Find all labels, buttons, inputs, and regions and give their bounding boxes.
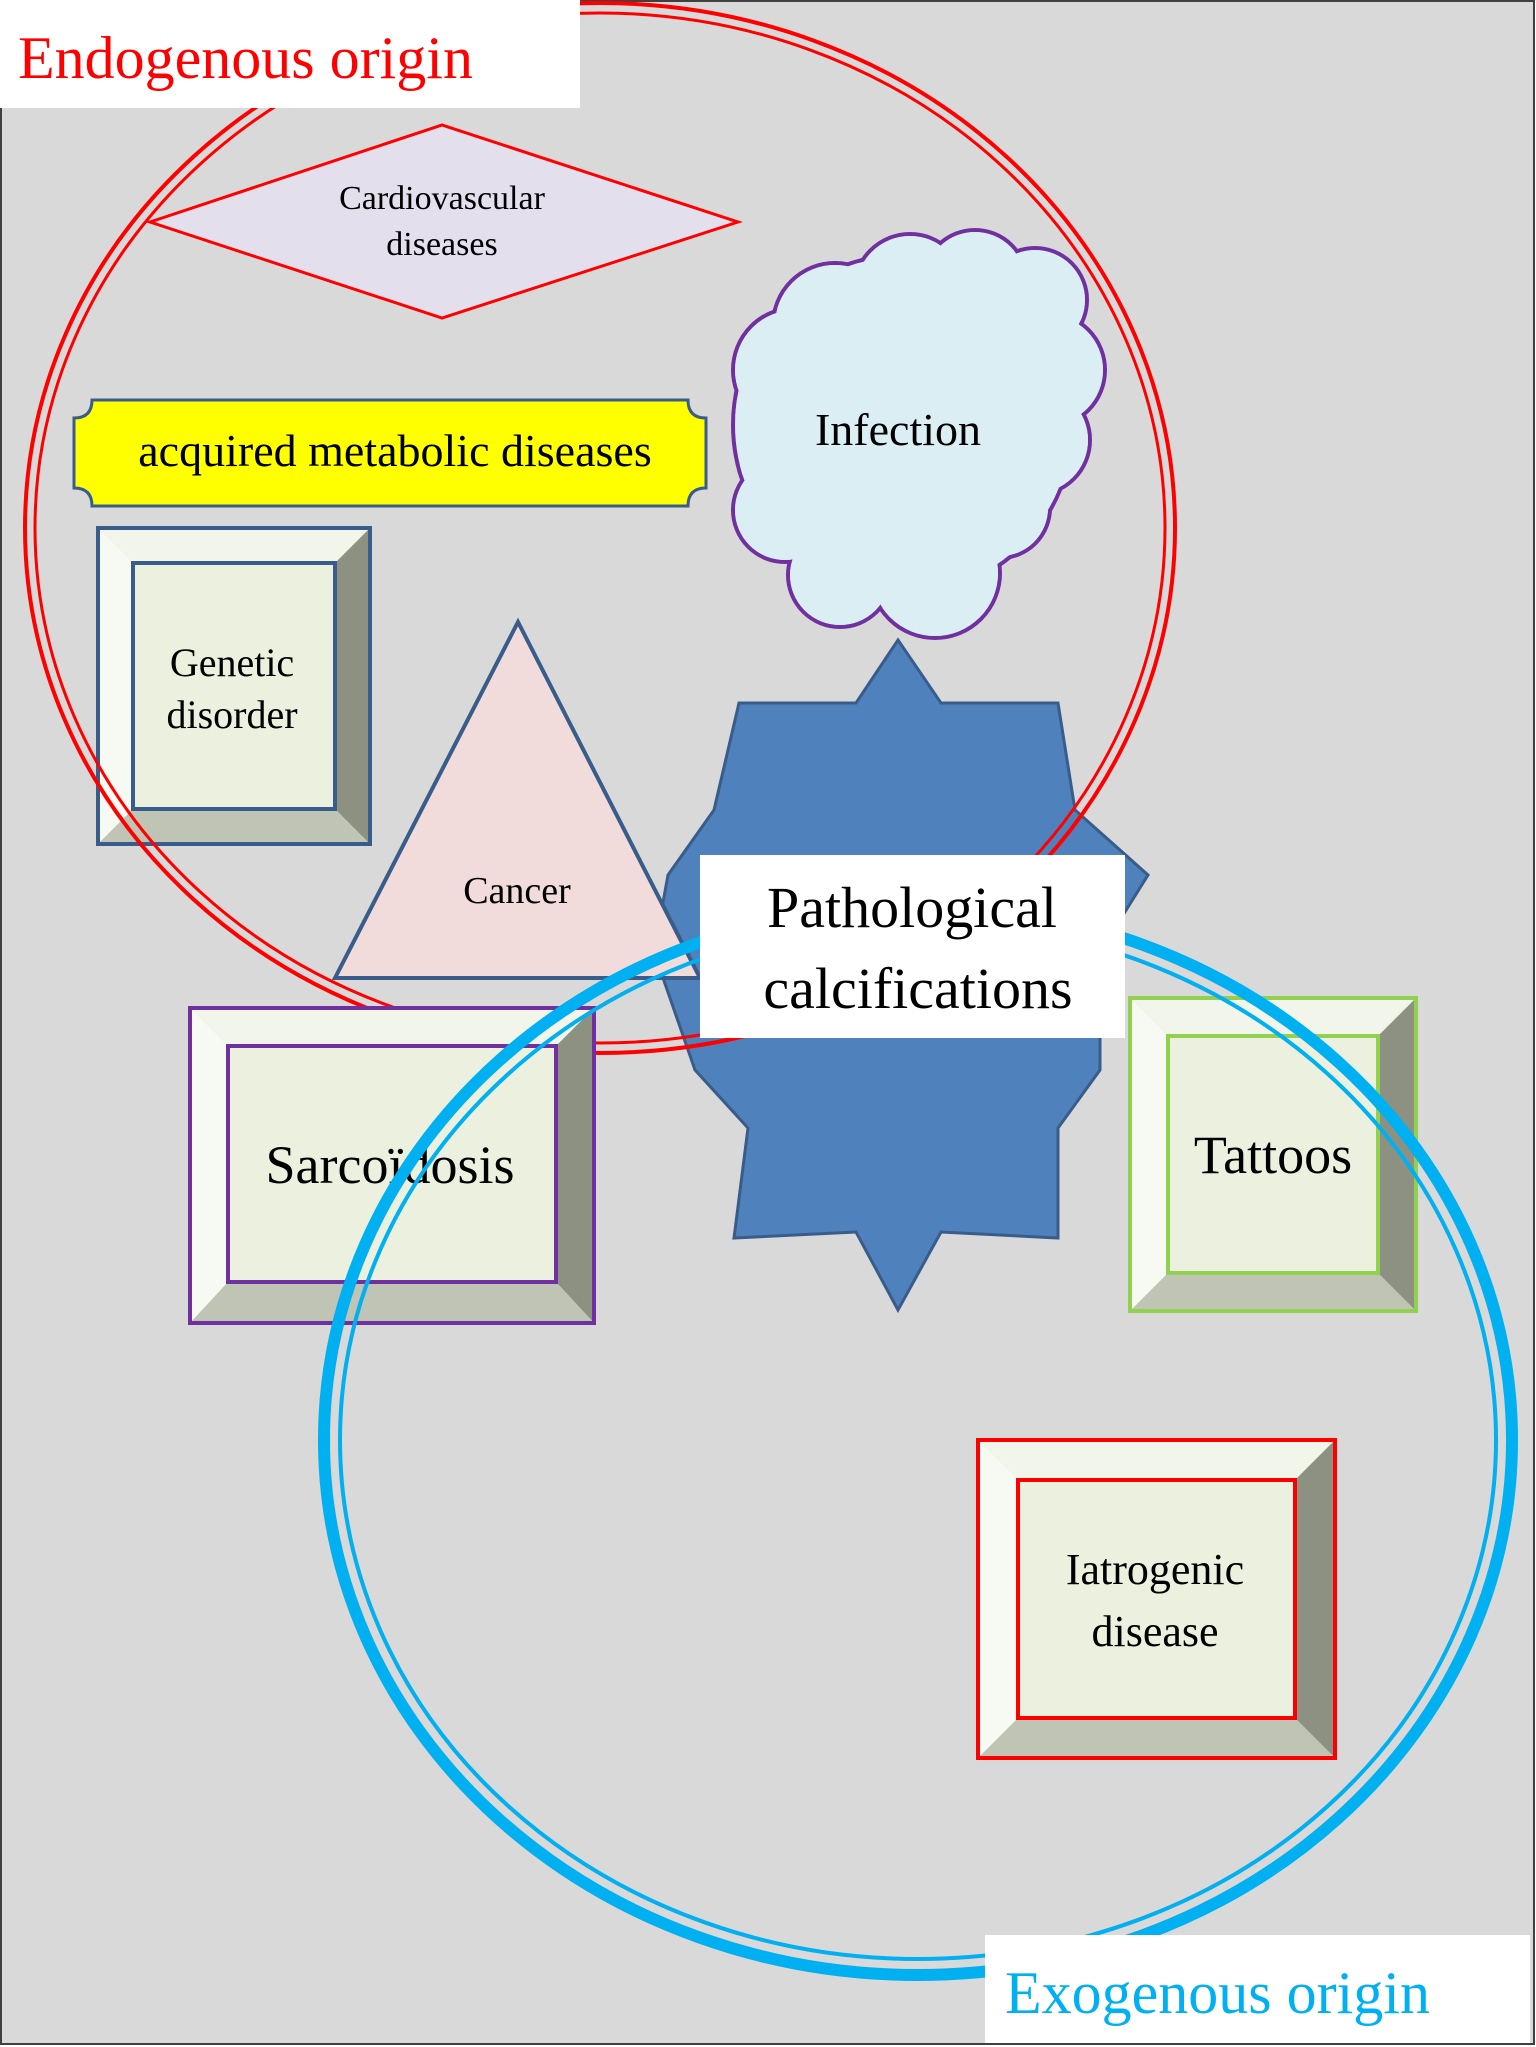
central-label-line2: calcifications bbox=[763, 956, 1072, 1021]
infection-label: Infection bbox=[815, 404, 981, 455]
tattoos-label: Tattoos bbox=[1194, 1125, 1352, 1185]
cancer-triangle bbox=[331, 617, 704, 980]
sarcoidosis-box bbox=[188, 1006, 596, 1325]
endogenous-label: Endogenous origin bbox=[18, 25, 473, 91]
iatrogenic-label-line1: Iatrogenic bbox=[1066, 1545, 1244, 1594]
endogenous-label-box bbox=[0, 0, 580, 108]
endogenous-circle bbox=[23, 1, 1177, 1055]
exogenous-label: Exogenous origin bbox=[1005, 1960, 1430, 2026]
central-label-line1: Pathological bbox=[767, 875, 1057, 940]
cancer-label: Cancer bbox=[463, 870, 571, 912]
endogenous-circle-inner bbox=[33, 11, 1167, 1045]
metabolic-plaque bbox=[72, 398, 708, 508]
central-label-box bbox=[700, 855, 1125, 1038]
infection-cloud-fill bbox=[735, 232, 1103, 636]
metabolic-label: acquired metabolic diseases bbox=[138, 425, 651, 476]
tattoos-box bbox=[1128, 996, 1418, 1313]
genetic-label-line2: disorder bbox=[166, 692, 297, 737]
cardiovascular-diamond bbox=[145, 123, 743, 320]
genetic-label-line1: Genetic bbox=[170, 640, 294, 685]
cardiovascular-label-line2: diseases bbox=[386, 226, 497, 263]
cardiovascular-label-line1: Cardiovascular bbox=[339, 180, 545, 217]
iatrogenic-label-line2: disease bbox=[1091, 1607, 1218, 1656]
genetic-box bbox=[96, 526, 372, 846]
iatrogenic-box bbox=[976, 1438, 1337, 1760]
exogenous-label-box bbox=[985, 1935, 1530, 2043]
